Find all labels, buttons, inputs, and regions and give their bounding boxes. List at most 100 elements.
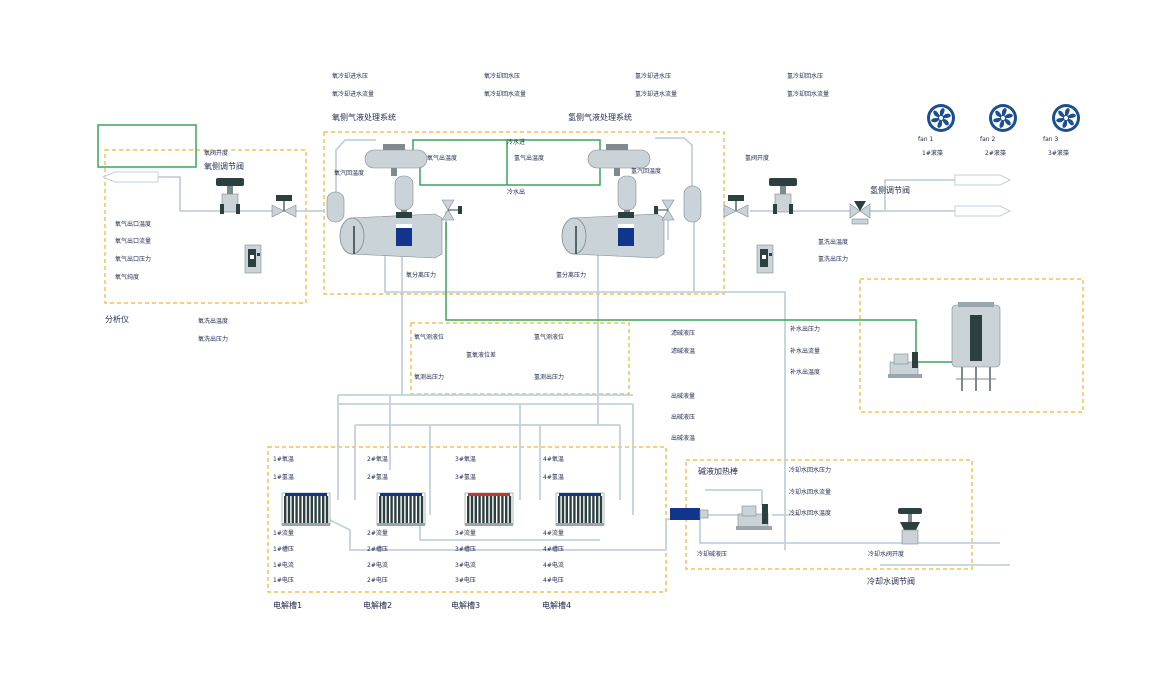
cell2-pressure: 2#槽压 <box>367 546 388 553</box>
valve-icon <box>769 178 797 214</box>
analyzer-title: 分析仪 <box>105 315 129 324</box>
electrolyzer-stack <box>376 492 426 526</box>
cell4-flow: 4#流量 <box>543 530 564 537</box>
h-back-temp: 氢汽回温度 <box>631 168 662 175</box>
h-level: 氢气测液位 <box>534 334 565 341</box>
cell3-voltage: 3#电压 <box>455 577 476 584</box>
pump-icon <box>888 352 922 378</box>
cool-alk-pressure: 冷却碱液压 <box>697 551 728 558</box>
valve-icon <box>654 199 675 221</box>
o-out-temp: 氧气出口温度 <box>115 221 152 228</box>
analyzer-device <box>244 244 262 274</box>
green-box <box>97 124 197 168</box>
o-purity: 氧气纯度 <box>115 274 140 281</box>
analyzer-frame <box>104 149 307 304</box>
valve-icon <box>898 508 922 545</box>
cell4-o-temp: 4#氧温 <box>543 456 564 463</box>
cell3-current: 3#电流 <box>455 562 476 569</box>
o-cool-back-pressure: 氧冷却回水压 <box>484 73 521 80</box>
o-open-label: 氧阀开度 <box>204 150 229 157</box>
cell3-o-temp: 3#氧温 <box>455 456 476 463</box>
cool-back-flow: 冷却水回水流量 <box>789 489 832 496</box>
h-wash-pressure: 氢洗出压力 <box>818 256 849 263</box>
electrolyzers <box>281 492 605 526</box>
cell2-h-temp: 2#氢温 <box>367 474 388 481</box>
o-cool-in-flow: 氧冷却进水流量 <box>332 91 375 98</box>
cell3-title: 电解槽3 <box>451 601 481 610</box>
o-level: 氧气测液位 <box>414 334 445 341</box>
cell4-voltage: 4#电压 <box>543 577 564 584</box>
h-valve-title: 氢侧调节阀 <box>870 186 910 195</box>
fan2-name: fan 2 <box>980 136 996 143</box>
o-wash-pressure: 氧洗出压力 <box>198 336 229 343</box>
fan-icon <box>989 104 1017 132</box>
cell2-title: 电解槽2 <box>363 601 393 610</box>
cell1-h-temp: 1#氢温 <box>273 474 294 481</box>
h-wash-temp: 氢洗出温度 <box>818 239 849 246</box>
cell4-pressure: 4#槽压 <box>543 546 564 553</box>
tank-icon <box>683 185 702 223</box>
ho-level-diff: 氢氧液位差 <box>466 352 497 359</box>
tank-icon <box>617 175 637 218</box>
h-gas-liquid-title: 氢侧气液处理系统 <box>568 113 632 122</box>
fan-icon <box>1052 104 1080 132</box>
cool-in-label: 冷水进 <box>507 139 526 146</box>
fan1-name: fan 1 <box>918 136 934 143</box>
cool-back-pressure: 冷却水回水压力 <box>789 467 832 474</box>
fan3-name: fan 3 <box>1043 136 1059 143</box>
cell2-voltage: 2#电压 <box>367 577 388 584</box>
fan2-status: 2#滚藻 <box>985 150 1006 157</box>
out-alk-pressure: 出碱液压 <box>671 414 696 421</box>
level-frame <box>410 322 630 395</box>
cell4-title: 电解槽4 <box>542 601 572 610</box>
cool-out-label: 冷水出 <box>507 189 526 196</box>
o-wash-temp: 氧洗出温度 <box>198 318 229 325</box>
o-sep-pressure: 氧分离压力 <box>406 272 437 279</box>
tank-icon <box>394 175 414 218</box>
refill-temp: 补水出温度 <box>790 369 821 376</box>
valve-icon <box>216 178 244 214</box>
cell2-current: 2#电流 <box>367 562 388 569</box>
cell3-pressure: 3#槽压 <box>455 546 476 553</box>
o-cool-back-flow: 氧冷却回水流量 <box>484 91 527 98</box>
o-separator <box>339 212 443 259</box>
cell1-voltage: 1#电压 <box>273 577 294 584</box>
alkali-heater-title: 碱液加热棒 <box>698 467 738 476</box>
cell4-h-temp: 4#氢温 <box>543 474 564 481</box>
refill-flow: 补水出流量 <box>790 348 821 355</box>
analyzer-device <box>756 244 774 274</box>
cool-back-temp: 冷却水回水温度 <box>789 510 832 517</box>
h-cool-in-flow: 氢冷却进水流量 <box>635 91 678 98</box>
h-outlet-2 <box>954 205 1012 217</box>
cell2-flow: 2#流量 <box>367 530 388 537</box>
h-meas-pressure: 氢测出压力 <box>534 374 565 381</box>
o-valve-title: 氧侧调节阀 <box>204 162 244 171</box>
fan3-status: 3#滚藻 <box>1048 150 1069 157</box>
cell1-o-temp: 1#氧温 <box>273 456 294 463</box>
pump-icon <box>736 504 772 530</box>
h-cool-back-pressure: 氢冷却回水压 <box>787 73 824 80</box>
o-cooler <box>364 144 428 176</box>
h-outlet-1 <box>954 174 1012 186</box>
fan-icon <box>927 104 955 132</box>
cell4-current: 4#电流 <box>543 562 564 569</box>
refill-tank <box>951 302 1001 391</box>
cell1-flow: 1#流量 <box>273 530 294 537</box>
o-meas-pressure: 氧测出压力 <box>414 374 445 381</box>
green-pipes <box>412 139 952 363</box>
valve-icon <box>441 199 462 221</box>
electrolyzer-stack <box>464 492 514 526</box>
valve-icon <box>723 195 749 218</box>
refill-pressure: 补水出压力 <box>790 326 821 333</box>
o-outlet <box>101 171 159 183</box>
fan1-status: 1#滚藻 <box>922 150 943 157</box>
fans <box>927 104 1080 132</box>
o-out-pressure: 氧气出口压力 <box>115 256 152 263</box>
filter-pressure: 滤碱液压 <box>671 330 696 337</box>
alkali-heater <box>670 508 709 520</box>
electrolyzer-stack <box>281 492 331 526</box>
out-alk-flow: 出碱液量 <box>671 393 696 400</box>
filter-temp: 滤碱液温 <box>671 348 696 355</box>
o-gas-temp: 氧气出温度 <box>427 155 458 162</box>
